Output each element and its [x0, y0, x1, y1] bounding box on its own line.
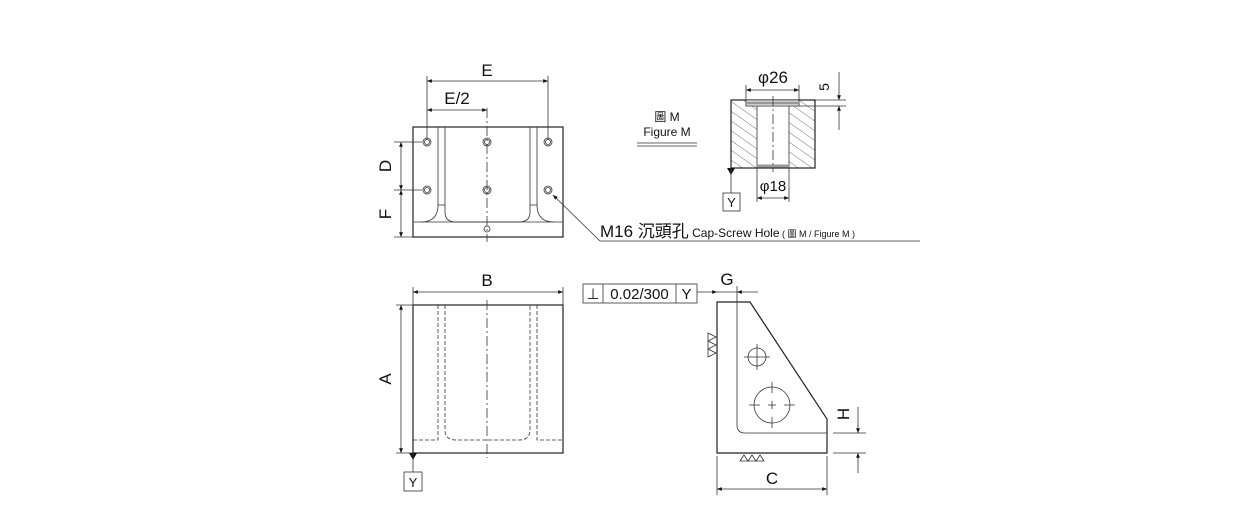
- datum-y-label: Y: [727, 195, 736, 210]
- dim-f-label: F: [376, 209, 395, 219]
- tolerance-value: 0.02/300: [610, 286, 668, 303]
- dim-a-label: A: [376, 373, 395, 385]
- dim-b-label: B: [481, 271, 492, 290]
- tolerance-frame: ⊥ 0.02/300 Y: [582, 283, 698, 304]
- dim-g-label: G: [720, 270, 733, 289]
- dim-d-label: D: [376, 160, 395, 172]
- bolt-holes: [422, 137, 553, 233]
- tolerance-datum: Y: [681, 286, 691, 303]
- dim-c-label: C: [766, 469, 778, 488]
- dim-e-label: E: [481, 61, 492, 80]
- perpendicularity-symbol: ⊥: [586, 286, 599, 303]
- figure-m-section: φ26 5 φ18 Y: [722, 68, 846, 212]
- dim-e-half-label: E/2: [444, 89, 470, 108]
- hole-callout: M16 沉頭孔 Cap-Screw Hole ( 圖 M / Figure M …: [600, 222, 855, 241]
- dim-5-label: 5: [816, 83, 832, 91]
- figure-m-title: 圖 M Figure M: [637, 110, 697, 147]
- dim-h-label: H: [834, 408, 853, 420]
- top-view: E E/2 D F M16 沉頭孔 Cap-Screw Hole ( 圖 M /…: [376, 61, 920, 242]
- dim-phi18-label: φ18: [760, 178, 786, 195]
- dim-phi26-label: φ26: [758, 68, 788, 87]
- figure-label-zh: 圖 M: [654, 110, 679, 124]
- side-view: ⊥ 0.02/300 Y G C H: [582, 270, 866, 495]
- figure-label-en: Figure M: [643, 125, 690, 139]
- front-view: B A Y: [376, 271, 564, 492]
- datum-y-label-front: Y: [409, 475, 418, 490]
